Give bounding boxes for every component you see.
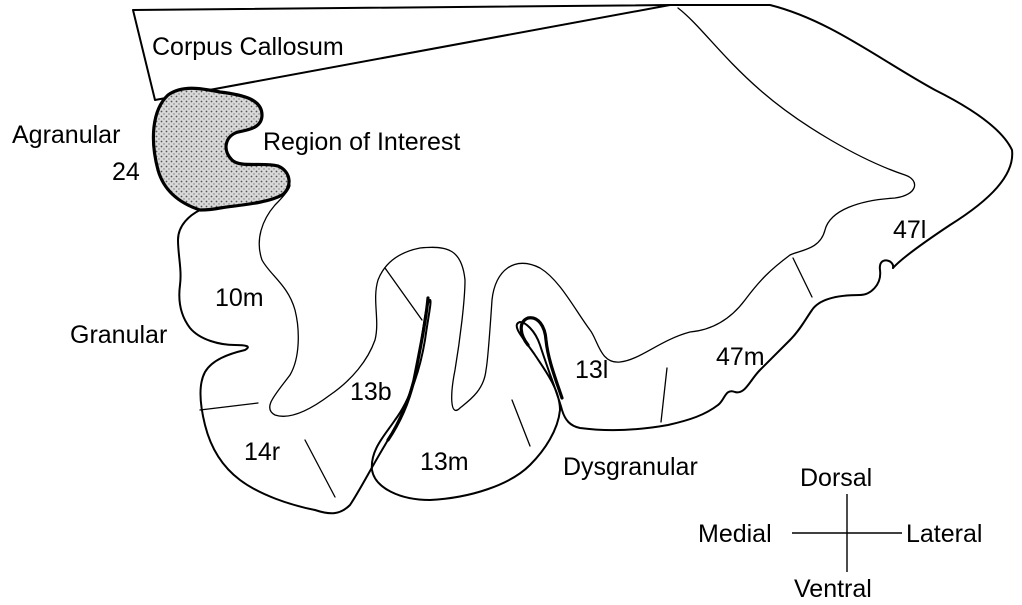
boundary-47l <box>793 258 812 297</box>
label-area-13m: 13m <box>420 448 469 476</box>
label-area-13l: 13l <box>575 356 608 384</box>
boundary-14r-13b <box>305 440 335 497</box>
compass-ventral: Ventral <box>794 575 872 603</box>
boundary-granular-14r <box>200 403 258 410</box>
label-granular: Granular <box>70 321 167 349</box>
label-area-14r: 14r <box>244 438 280 466</box>
label-area-13b: 13b <box>350 378 392 406</box>
label-area-10m: 10m <box>215 284 264 312</box>
compass-medial: Medial <box>698 520 772 548</box>
boundary-13l-47m <box>661 368 667 422</box>
label-region-of-interest: Region of Interest <box>263 128 460 156</box>
label-agranular: Agranular <box>12 121 120 149</box>
sulcus-loop-13l <box>521 318 562 398</box>
label-area-47m: 47m <box>716 343 765 371</box>
label-area-24: 24 <box>112 158 140 186</box>
label-area-47l: 47l <box>893 216 926 244</box>
compass-dorsal: Dorsal <box>800 464 872 492</box>
label-corpus-callosum: Corpus Callosum <box>152 33 344 61</box>
medial-lower-outline <box>178 210 430 513</box>
boundary-13m-13l <box>512 400 530 446</box>
compass-lateral: Lateral <box>906 520 982 548</box>
boundary-13b-13m <box>385 268 422 320</box>
outer-cortex-outline <box>670 5 1012 268</box>
label-dysgranular: Dysgranular <box>563 453 698 481</box>
